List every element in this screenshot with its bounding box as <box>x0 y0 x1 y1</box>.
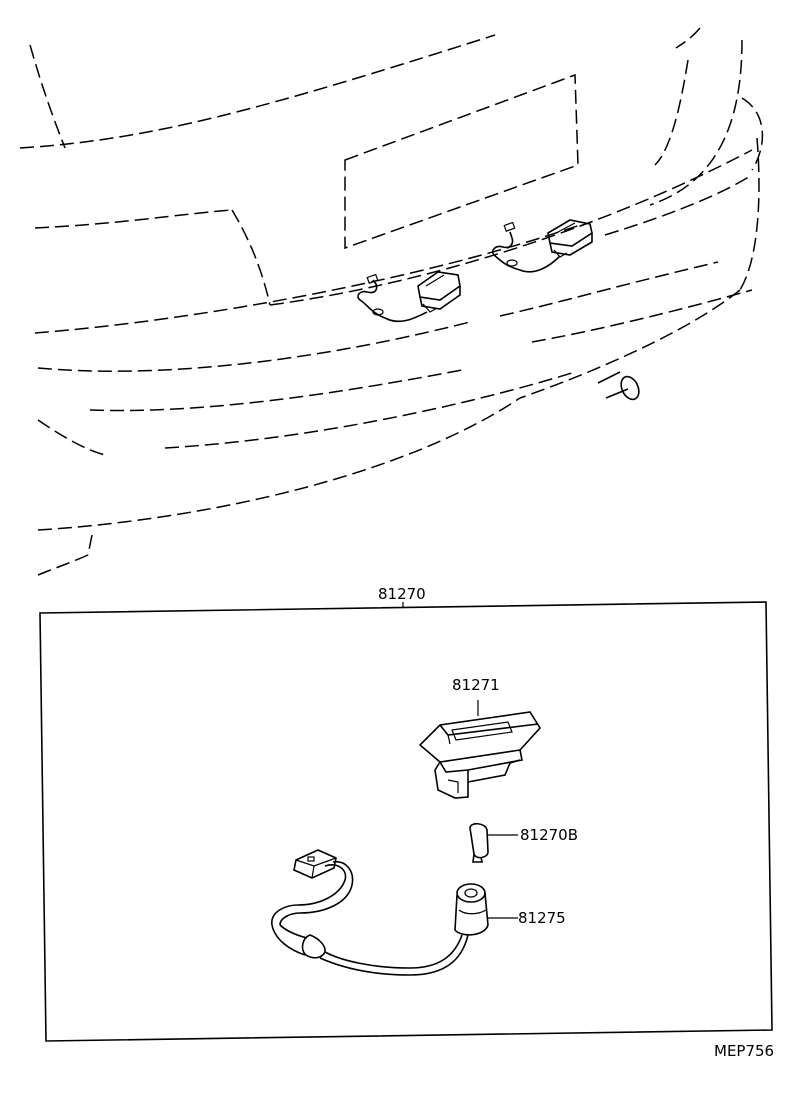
diagram-code: MEP756 <box>714 1042 774 1060</box>
installed-lamp-right <box>491 219 593 273</box>
bulb-part <box>469 822 518 863</box>
socket-cord-part <box>271 849 518 976</box>
assembly-part-number: 81270 <box>378 585 426 603</box>
bulb-part-number: 81270B <box>520 826 578 844</box>
installed-lamp-left <box>357 271 461 323</box>
vehicle-rear-outline <box>19 27 764 576</box>
assembly-detail-frame <box>39 601 773 1042</box>
lens-housing-part-number: 81271 <box>452 676 500 694</box>
socket-cord-part-number: 81275 <box>518 909 566 927</box>
lens-housing-part <box>418 700 541 799</box>
